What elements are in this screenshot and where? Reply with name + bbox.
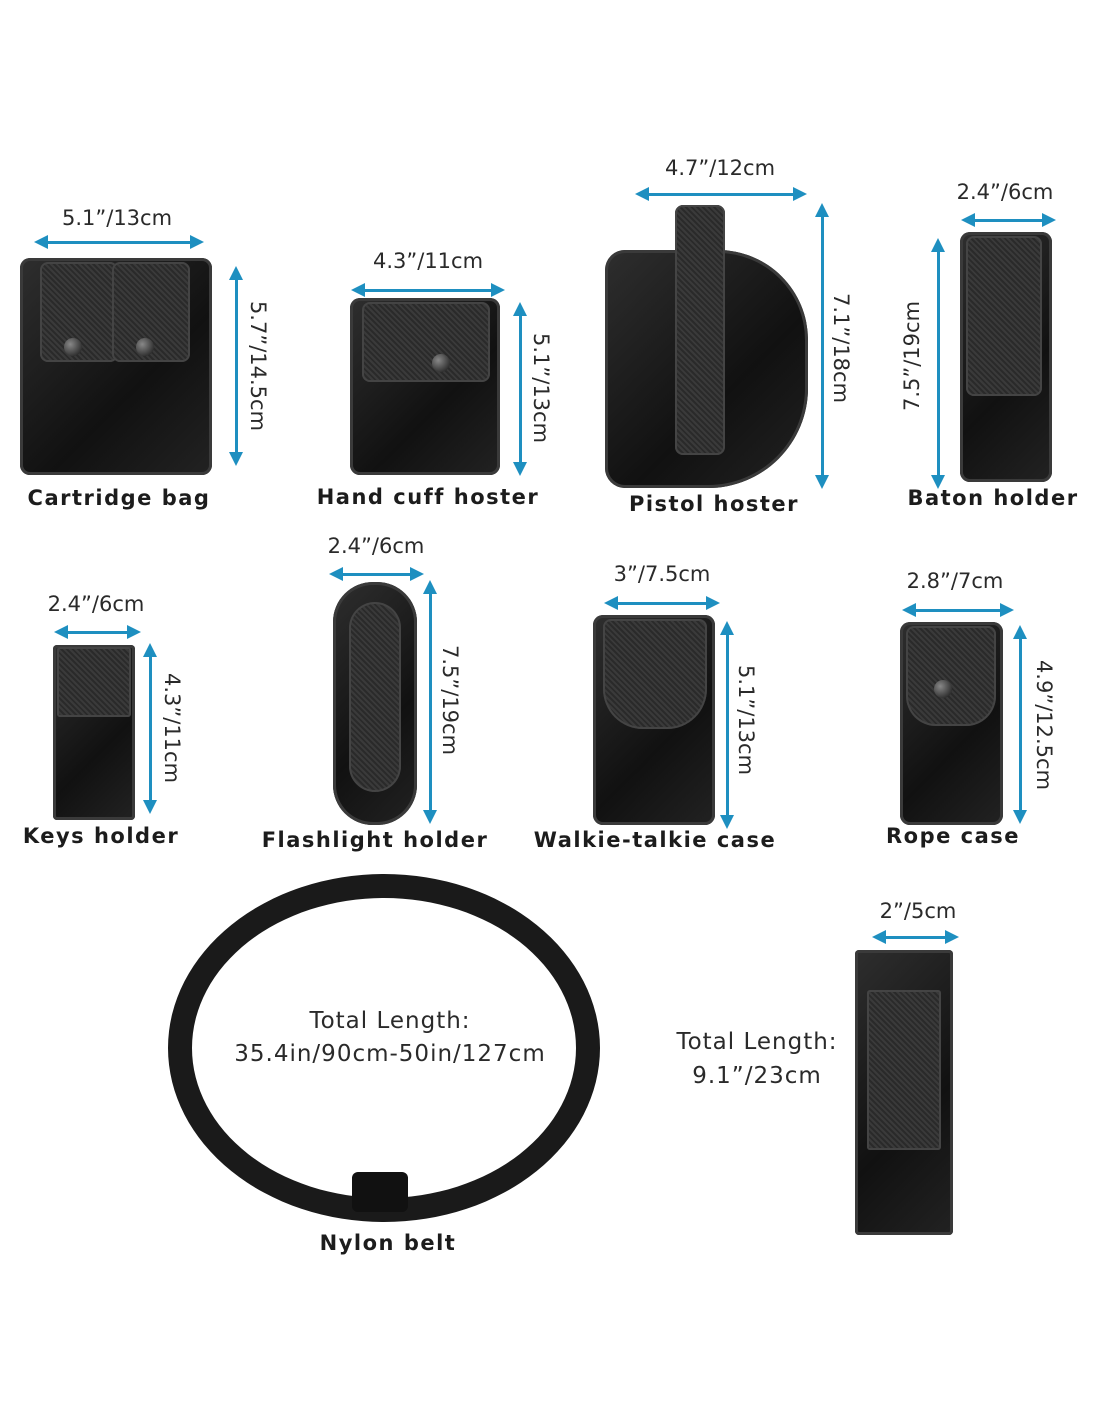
height-arrow <box>423 580 437 824</box>
rope-case-image <box>900 622 1003 825</box>
strap-length-value: 9.1”/23cm <box>692 1063 822 1089</box>
keys-holder-image <box>53 645 135 820</box>
walkie-talkie-case-image <box>593 615 715 825</box>
item-name: Cartridge bag <box>27 486 211 510</box>
belt-length-label: Total Length: <box>309 1008 471 1034</box>
strap-image <box>855 950 953 1235</box>
height-arrow <box>931 238 945 489</box>
item-name: Flashlight holder <box>261 828 489 852</box>
height-arrow <box>815 203 829 489</box>
item-name: Hand cuff hoster <box>316 485 540 509</box>
baton-holder-image <box>960 232 1052 482</box>
width-arrow <box>351 283 505 297</box>
height-arrow <box>513 302 527 476</box>
strap-length-label: Total Length: <box>676 1029 838 1055</box>
height-label: 7.5”/19cm <box>438 644 462 756</box>
width-arrow <box>961 213 1056 227</box>
height-label: 7.1”/18cm <box>829 292 853 404</box>
height-label: 5.7”/14.5cm <box>246 300 270 432</box>
width-label: 2.4”/6cm <box>47 592 145 616</box>
width-label: 2”/5cm <box>879 899 957 923</box>
item-name: Pistol hoster <box>628 492 800 516</box>
width-label: 2.8”/7cm <box>906 569 1004 593</box>
width-arrow <box>872 930 959 944</box>
width-arrow <box>54 625 141 639</box>
height-label: 4.9”/12.5cm <box>1032 659 1056 791</box>
width-label: 4.7”/12cm <box>664 156 776 180</box>
width-label: 3”/7.5cm <box>613 562 711 586</box>
width-label: 2.4”/6cm <box>956 180 1054 204</box>
belt-length-value: 35.4in/90cm-50in/127cm <box>234 1041 546 1067</box>
height-label: 7.5”/19cm <box>900 300 924 412</box>
belt-buckle-icon <box>352 1172 408 1212</box>
height-arrow <box>720 621 734 829</box>
width-label: 2.4”/6cm <box>327 534 425 558</box>
width-label: 4.3”/11cm <box>372 249 484 273</box>
item-name: Rope case <box>885 824 1021 848</box>
width-arrow <box>329 567 424 581</box>
height-label: 4.3”/11cm <box>160 672 184 784</box>
width-arrow <box>902 603 1014 617</box>
item-name: Keys holder <box>22 824 180 848</box>
height-arrow <box>143 643 157 814</box>
item-name: Walkie-talkie case <box>533 828 777 852</box>
handcuff-holster-image <box>350 298 500 475</box>
width-arrow <box>34 235 204 249</box>
height-arrow <box>1013 625 1027 824</box>
pistol-holster-image <box>605 205 808 488</box>
height-label: 5.1”/13cm <box>529 332 553 444</box>
flashlight-holder-image <box>333 582 417 825</box>
width-arrow <box>604 596 720 610</box>
width-arrow <box>635 187 807 201</box>
item-name: Baton holder <box>907 486 1079 510</box>
item-name: Nylon belt <box>319 1231 457 1255</box>
height-label: 5.1”/13cm <box>734 664 758 776</box>
cartridge-bag-image <box>20 258 212 475</box>
height-arrow <box>229 266 243 466</box>
width-label: 5.1”/13cm <box>61 206 173 230</box>
